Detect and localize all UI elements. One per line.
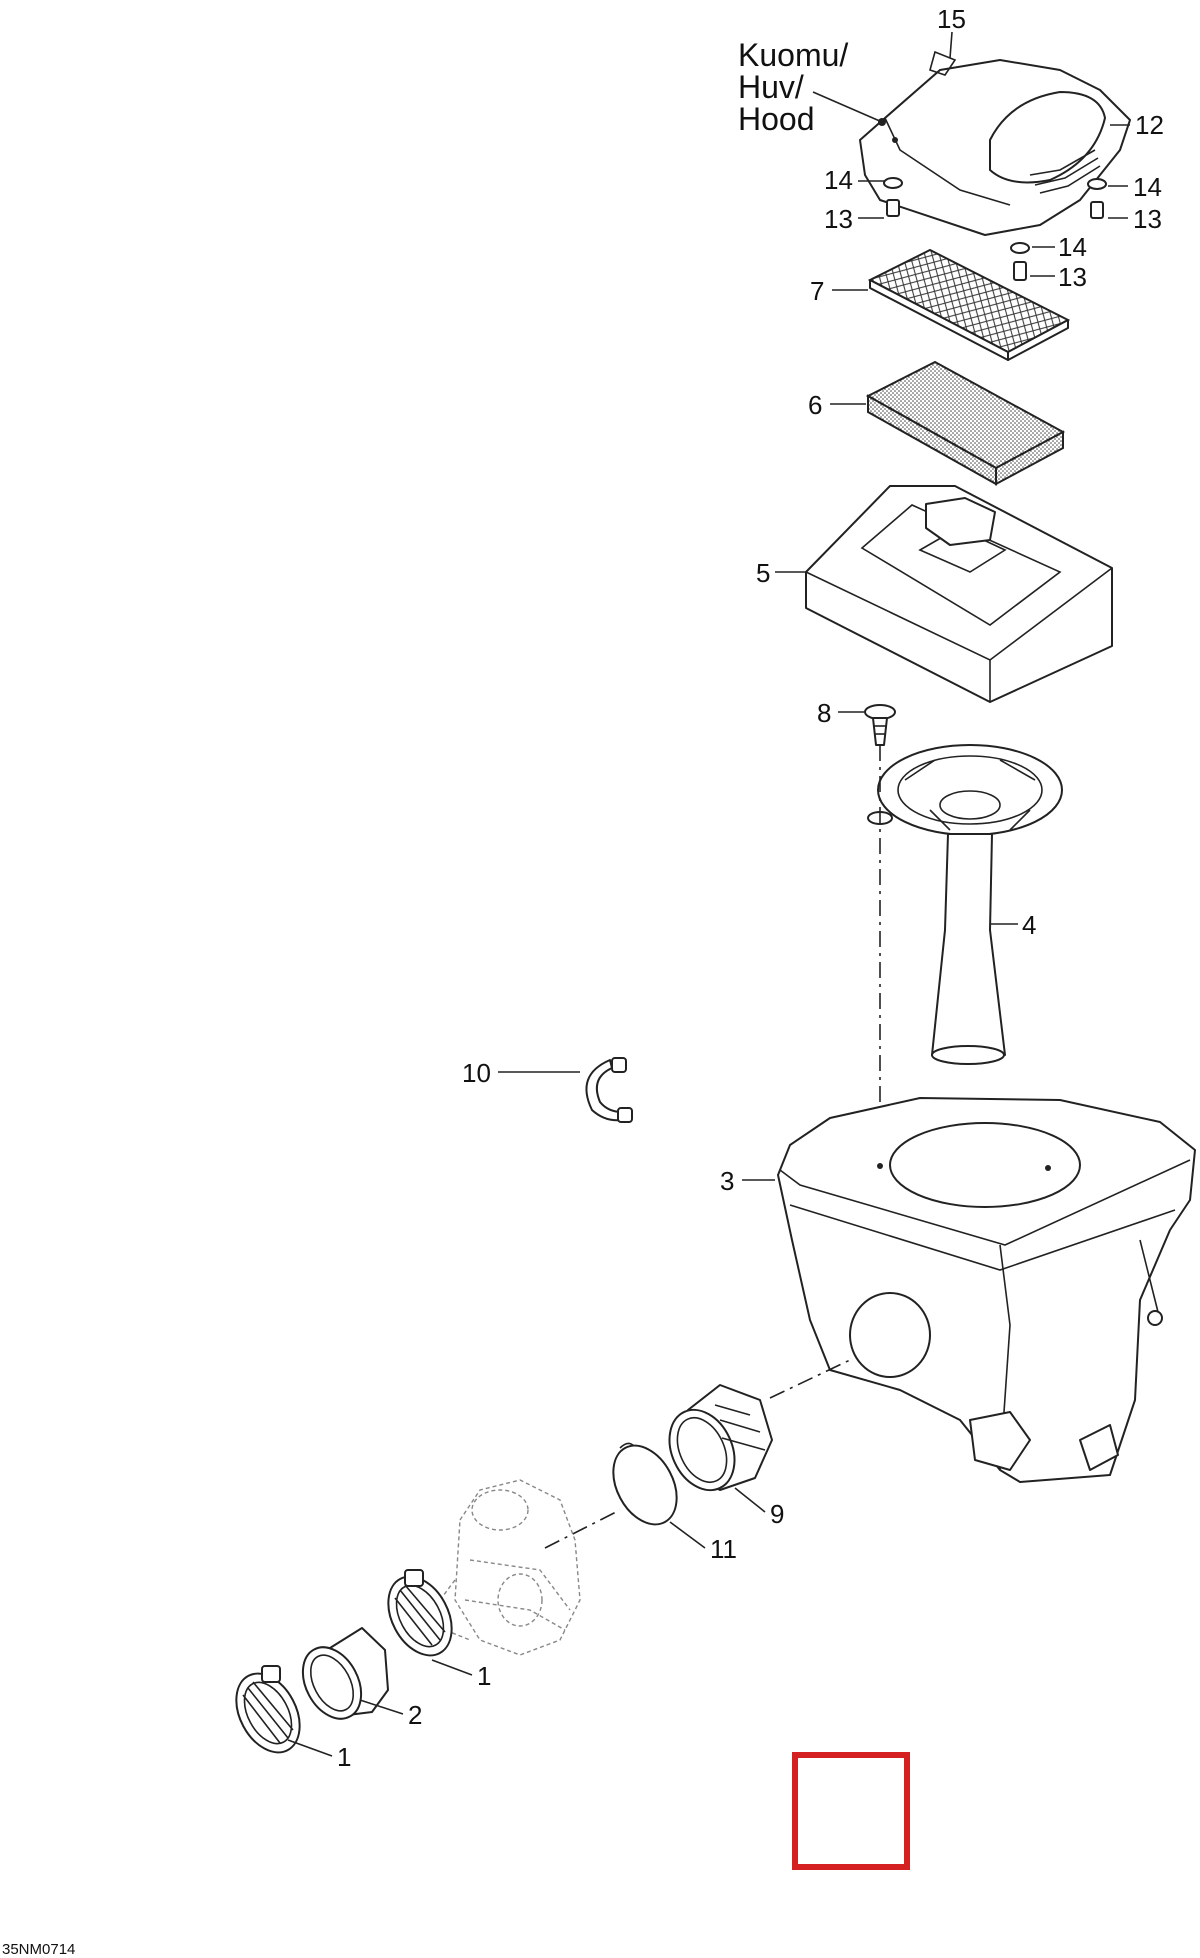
air-box-part (777, 1097, 1196, 1483)
strap-clip-part (585, 1057, 633, 1123)
adapter-sleeve-part (301, 1627, 389, 1720)
hood-label-line-3: Hood (738, 101, 815, 137)
callout-1-lower: 1 (337, 1742, 351, 1772)
hood-label-line-1: Kuomu/ (738, 37, 848, 73)
washer-screw-right (1087, 178, 1107, 219)
callout-8: 8 (817, 698, 831, 728)
washer-screw-center (1010, 242, 1030, 281)
callout-10: 10 (462, 1058, 491, 1088)
clamp-upper-part (387, 1569, 453, 1657)
callout-11: 11 (710, 1534, 737, 1564)
mesh-screen-part (867, 248, 1071, 361)
callout-15: 15 (937, 4, 966, 34)
callout-5: 5 (756, 558, 770, 588)
filter-tray-part (805, 485, 1113, 703)
callout-3: 3 (720, 1166, 734, 1196)
callout-14-center: 14 (1058, 232, 1087, 262)
washer-screw-left (883, 177, 903, 217)
rubber-boot-part (668, 1384, 773, 1492)
callout-6: 6 (808, 390, 822, 420)
callout-13-center: 13 (1058, 262, 1087, 292)
callout-13-left: 13 (824, 204, 853, 234)
callout-12: 12 (1135, 110, 1164, 140)
foam-filter-part (865, 360, 1066, 486)
gasket-part (612, 1442, 678, 1526)
hood-part (859, 50, 1131, 236)
hood-label-line-2: Huv/ (738, 69, 804, 105)
drawing-code: 35NM0714 (2, 1941, 75, 1958)
callout-4: 4 (1022, 910, 1036, 940)
callout-9: 9 (770, 1499, 784, 1529)
highlight-box (792, 1752, 910, 1870)
clamp-lower-part (235, 1665, 301, 1754)
push-rivet-part (864, 704, 896, 746)
callout-7: 7 (810, 276, 824, 306)
carburetor-ghost (439, 1479, 581, 1656)
callout-14-left: 14 (824, 165, 853, 195)
callout-13-right: 13 (1133, 204, 1162, 234)
intake-funnel-part (867, 744, 1063, 1065)
callout-14-right: 14 (1133, 172, 1162, 202)
callout-1-upper: 1 (477, 1661, 491, 1691)
callout-2: 2 (408, 1700, 422, 1730)
